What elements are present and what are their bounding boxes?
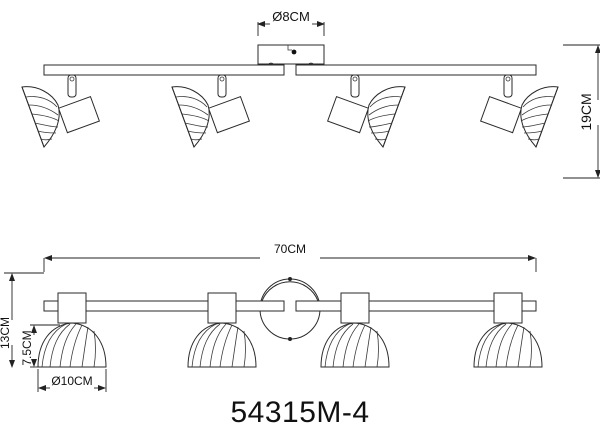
front-bar-right [295,300,537,312]
side-view: Ø8CM 19CM [21,9,600,179]
dim-height: 19CM [578,93,594,130]
canopy-base [257,44,325,65]
front-view: 70CM 13CM 7.5CM Ø10CM [0,242,543,392]
side-lamp-2 [171,74,250,148]
dim-total-length: 70CM [274,242,306,256]
dim-height-front: 13CM [0,317,12,349]
dim-shade-diameter: Ø10CM [51,374,92,388]
front-bar-left [43,300,285,312]
model-number: 54315M-4 [230,396,370,429]
screw-icon [291,49,297,55]
mount-bar-right [295,64,537,76]
side-lamp-3 [327,74,406,148]
side-lamp-4 [480,74,559,148]
mount-bar-left [43,64,285,76]
side-lamp-1 [21,74,100,148]
dim-shade-height: 7.5CM [20,330,34,365]
dim-base-diameter: Ø8CM [272,9,310,24]
